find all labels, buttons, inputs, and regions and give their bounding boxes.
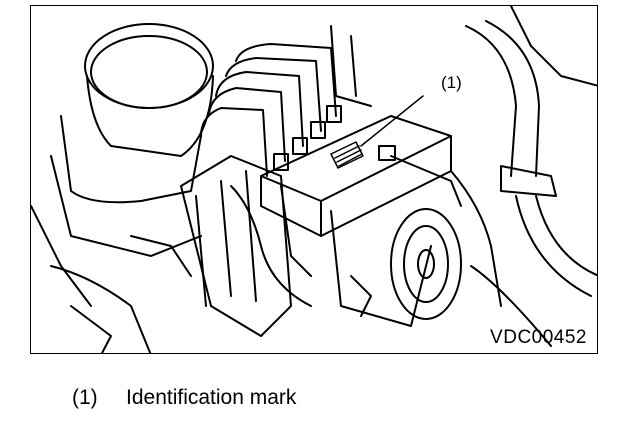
- legend-text: Identification mark: [126, 386, 297, 409]
- electrical-connector: [180, 155, 312, 337]
- callout-label: (1): [441, 73, 462, 92]
- pump-motor: [330, 208, 462, 327]
- hoses: [465, 6, 597, 347]
- legend-number: (1): [72, 386, 98, 409]
- line-fittings: [273, 105, 396, 171]
- brake-lines: [200, 25, 372, 177]
- surrounding-components: [50, 155, 502, 353]
- legend: (1) Identification mark: [72, 386, 296, 410]
- callout-leader-line: [360, 95, 424, 147]
- reservoir-cap: [84, 23, 214, 157]
- identification-mark: [330, 141, 364, 169]
- reservoir-tank: [31, 115, 202, 307]
- hydraulic-unit-drawing: [31, 6, 597, 353]
- figure-id-label: VDC00452: [490, 327, 587, 348]
- engine-bay-illustration: (1) VDC00452: [30, 5, 598, 354]
